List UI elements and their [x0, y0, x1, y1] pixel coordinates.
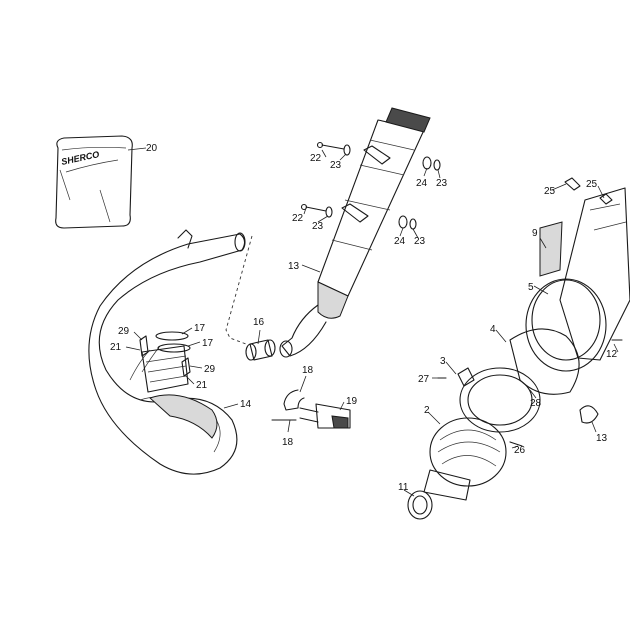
callout-25-left: 25 [544, 186, 556, 197]
callout-19: 19 [346, 396, 358, 407]
callout-25-right: 25 [586, 179, 598, 190]
callout-2: 2 [424, 405, 430, 416]
part-14-expansion-chamber [88, 229, 246, 475]
callout-18-upper: 18 [302, 365, 314, 376]
callout-21-upper: 21 [110, 342, 122, 353]
callout-23-lower-right: 23 [414, 236, 426, 247]
callout-18-lower: 18 [282, 437, 294, 448]
callout-21-lower: 21 [196, 380, 208, 391]
callout-24-upper: 24 [416, 178, 428, 189]
callout-3: 3 [440, 356, 446, 367]
callout-16: 16 [253, 317, 265, 328]
callout-17-lower: 17 [202, 338, 214, 349]
part-20-cover-bag: SHERCO [55, 135, 133, 229]
callout-26: 26 [514, 445, 526, 456]
callout-23-lower-left: 23 [312, 221, 324, 232]
callout-23-upper-left: 23 [330, 160, 342, 171]
callout-13-silencer: 13 [288, 261, 300, 272]
callout-29-lower: 29 [204, 364, 216, 375]
callout-13-clip: 13 [596, 433, 608, 444]
callout-29-upper: 29 [118, 326, 130, 337]
callout-27: 27 [418, 374, 430, 385]
part-16-sleeve [245, 339, 276, 361]
callout-5: 5 [528, 282, 534, 293]
callout-24-lower: 24 [394, 236, 406, 247]
callout-12: 12 [606, 349, 618, 360]
leader-lines [125, 147, 619, 497]
part-18-19-hose-bracket [271, 389, 351, 429]
part-13-silencer [279, 107, 431, 358]
silencer-fasteners [300, 141, 441, 230]
callout-14: 14 [240, 399, 252, 410]
callout-11: 11 [398, 482, 409, 493]
callout-17-upper: 17 [194, 323, 206, 334]
assembly-dash-line [225, 235, 253, 345]
callout-28: 28 [530, 398, 542, 409]
callout-labels: 20 22 23 24 23 22 23 24 23 13 16 29 17 1… [110, 143, 618, 493]
callout-23-upper-right: 23 [436, 178, 448, 189]
callout-22-lower: 22 [292, 213, 304, 224]
callout-22-upper: 22 [310, 153, 322, 164]
callout-4: 4 [490, 324, 496, 335]
callout-9: 9 [532, 228, 538, 239]
springs-and-hooks [139, 331, 191, 377]
intake-assembly [407, 177, 630, 520]
callout-20: 20 [146, 143, 158, 154]
